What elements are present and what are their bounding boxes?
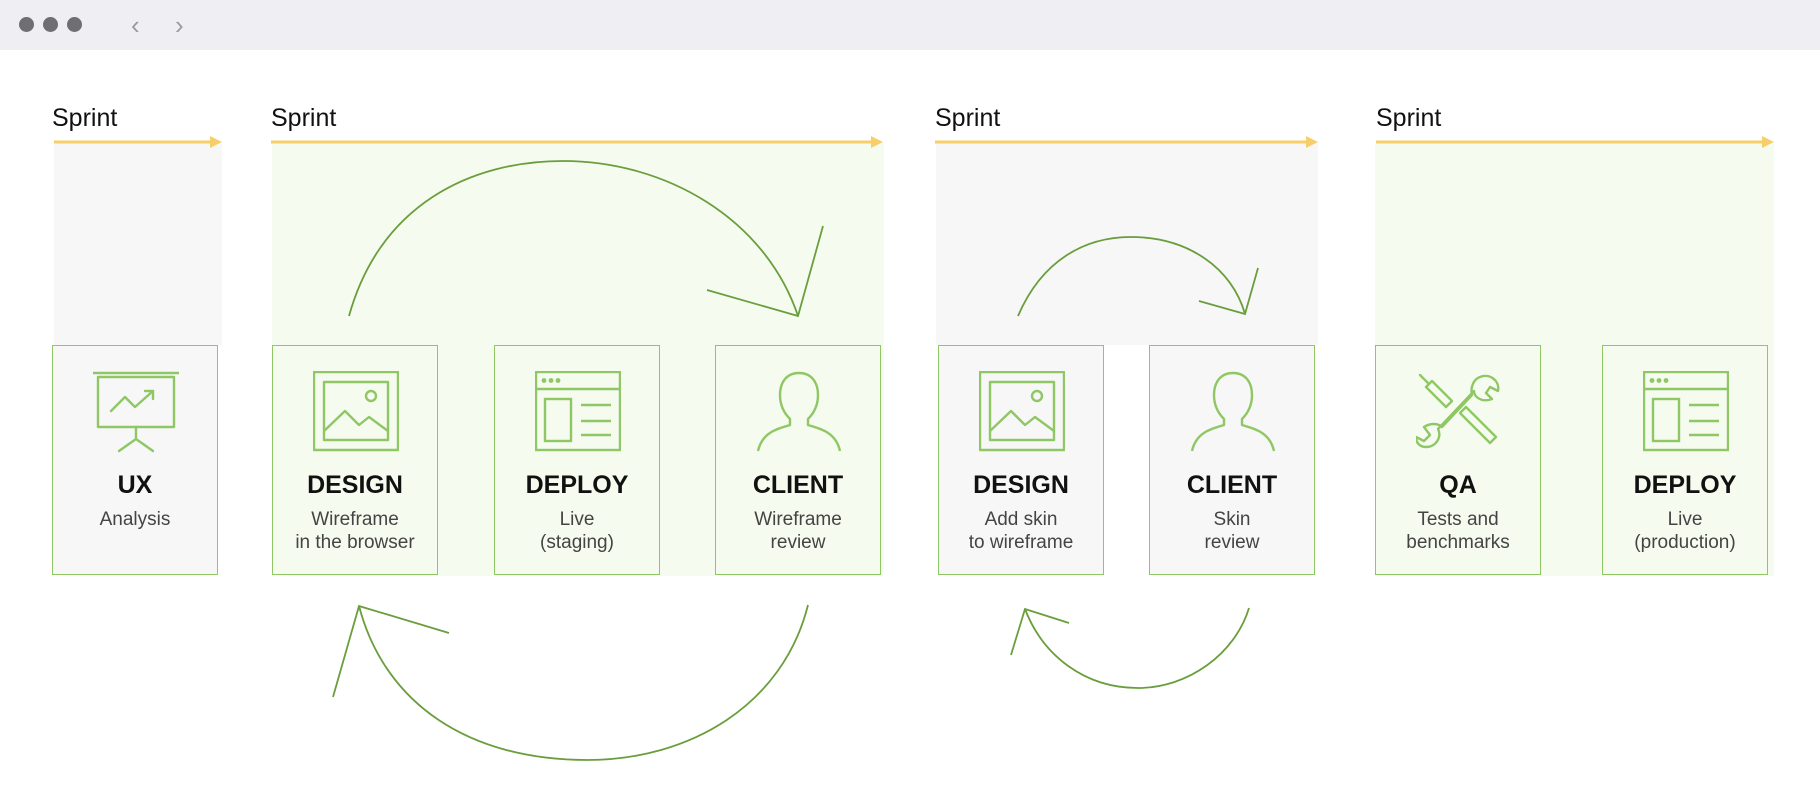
card-client-wireframe: CLIENT Wireframe review: [715, 345, 881, 575]
card-title: DESIGN: [973, 471, 1069, 499]
card-title: CLIENT: [752, 471, 844, 499]
card-qa: QA Tests and benchmarks: [1375, 345, 1541, 575]
card-subtitle: Add skin to wireframe: [968, 509, 1074, 553]
window-titlebar: ‹ ›: [0, 0, 1820, 50]
card-client-skin: CLIENT Skin review: [1149, 345, 1315, 575]
image-icon: [313, 371, 399, 452]
cycle-arrow-bottom-small: [1010, 607, 1250, 689]
card-design-skin: DESIGN Add skin to wireframe: [938, 345, 1104, 575]
sprint-3-panel: [936, 143, 1318, 345]
user-icon: [1190, 371, 1276, 452]
sprint-4-label: Sprint: [1376, 104, 1442, 132]
image-icon: [979, 371, 1065, 452]
card-subtitle: Tests and benchmarks: [1406, 509, 1510, 553]
card-title: DEPLOY: [525, 471, 629, 499]
browser-window-icon: [1643, 371, 1729, 452]
sprint-3-label: Sprint: [935, 104, 1001, 132]
card-title: UX: [117, 471, 153, 499]
wrench-screwdriver-icon: [1416, 373, 1500, 449]
card-title: DESIGN: [307, 471, 403, 499]
cycle-arrow-bottom-large: [332, 604, 809, 761]
sprint-2-label: Sprint: [271, 104, 337, 132]
browser-window-icon: [535, 371, 621, 452]
card-title: CLIENT: [1186, 471, 1278, 499]
card-deploy-production: DEPLOY Live (production): [1602, 345, 1768, 575]
chevron-right-icon[interactable]: ›: [175, 10, 184, 40]
card-subtitle: Wireframe in the browser: [295, 509, 415, 553]
sprint-1-panel: [54, 143, 222, 345]
card-design-wireframe: DESIGN Wireframe in the browser: [272, 345, 438, 575]
presentation-chart-icon: [93, 371, 179, 453]
card-title: DEPLOY: [1633, 471, 1737, 499]
chevron-left-icon[interactable]: ‹: [131, 10, 140, 40]
minimize-dot[interactable]: [43, 17, 58, 32]
sprint-1-label: Sprint: [52, 104, 118, 132]
card-title: QA: [1439, 471, 1477, 499]
card-subtitle: Live (production): [1634, 509, 1736, 553]
close-dot[interactable]: [19, 17, 34, 32]
card-subtitle: Live (staging): [540, 509, 614, 553]
maximize-dot[interactable]: [67, 17, 82, 32]
card-subtitle: Wireframe review: [754, 509, 842, 553]
card-ux: UX Analysis: [52, 345, 218, 575]
user-icon: [756, 371, 842, 452]
card-subtitle: Skin review: [1204, 509, 1260, 553]
card-subtitle: Analysis: [99, 509, 171, 530]
card-deploy-staging: DEPLOY Live (staging): [494, 345, 660, 575]
